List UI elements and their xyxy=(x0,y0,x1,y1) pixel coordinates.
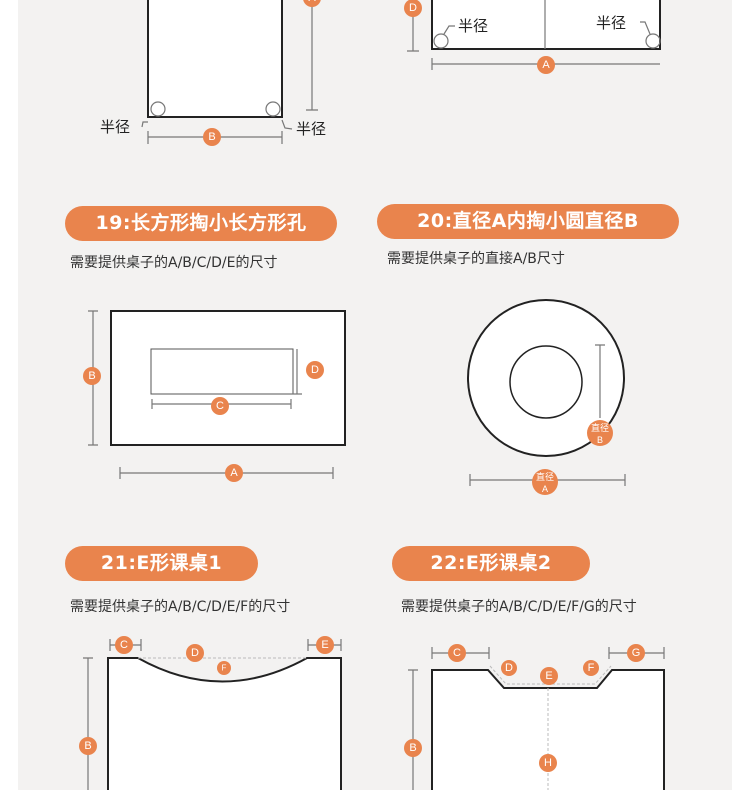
svg-text:E: E xyxy=(321,639,328,651)
svg-text:D: D xyxy=(409,2,417,14)
svg-text:D: D xyxy=(505,662,513,674)
marker-b: B xyxy=(79,737,97,755)
section-20-subtitle: 需要提供桌子的直接A/B尺寸 xyxy=(387,251,565,267)
svg-text:C: C xyxy=(120,639,128,651)
svg-text:直径: 直径 xyxy=(591,422,609,433)
marker-f: F xyxy=(583,660,599,676)
marker-c: C xyxy=(448,644,466,662)
radius-label: 半径 xyxy=(596,14,627,32)
svg-text:B: B xyxy=(88,370,95,382)
marker-diameter-a: 直径 A xyxy=(532,469,558,495)
svg-text:C: C xyxy=(453,647,461,659)
marker-b: B xyxy=(404,739,422,757)
inner-rect-hole xyxy=(150,348,294,395)
radius-label: 半径 xyxy=(296,120,327,138)
section-19-subtitle: 需要提供桌子的A/B/C/D/E的尺寸 xyxy=(70,255,278,271)
inner-circle xyxy=(509,345,583,419)
section-22-subtitle: 需要提供桌子的A/B/C/D/E/F/G的尺寸 xyxy=(401,599,637,615)
table-top-rect xyxy=(147,0,283,118)
radius-label: 半径 xyxy=(458,17,489,35)
marker-h: H xyxy=(539,754,557,772)
table-top-rect-2 xyxy=(431,0,661,50)
svg-text:F: F xyxy=(588,662,595,674)
marker-c: C xyxy=(211,397,229,415)
svg-text:B: B xyxy=(84,740,91,752)
svg-text:G: G xyxy=(632,647,641,659)
svg-text:A: A xyxy=(542,484,548,494)
section-21-subtitle: 需要提供桌子的A/B/C/D/E/F的尺寸 xyxy=(70,599,291,615)
svg-text:D: D xyxy=(311,364,319,376)
svg-text:A: A xyxy=(308,0,316,4)
marker-e: E xyxy=(316,636,334,654)
e-desk-1 xyxy=(107,657,342,790)
svg-text:D: D xyxy=(191,647,199,659)
section-21-title: 21:E形课桌1 xyxy=(65,546,258,581)
marker-e: E xyxy=(540,667,558,685)
marker-diameter-b: 直径 B xyxy=(587,420,613,446)
svg-text:B: B xyxy=(409,742,416,754)
marker-d: D xyxy=(501,660,517,676)
marker-d: D xyxy=(186,644,204,662)
svg-text:C: C xyxy=(216,400,224,412)
section-19-title: 19:长方形掏小长方形孔 xyxy=(65,206,337,241)
section-22-title: 22:E形课桌2 xyxy=(392,546,590,581)
marker-f: F xyxy=(217,661,231,675)
marker-a: A xyxy=(537,56,555,74)
svg-text:E: E xyxy=(545,670,552,682)
svg-text:B: B xyxy=(597,435,603,445)
svg-text:F: F xyxy=(222,664,227,673)
svg-text:B: B xyxy=(208,131,215,143)
marker-c: C xyxy=(115,636,133,654)
svg-text:A: A xyxy=(542,59,550,71)
marker-a: A xyxy=(303,0,321,7)
marker-g: G xyxy=(627,644,645,662)
marker-b: B xyxy=(203,128,221,146)
marker-d: D xyxy=(306,361,324,379)
svg-text:直径: 直径 xyxy=(536,471,554,482)
section-20-title: 20:直径A内掏小圆直径B xyxy=(377,204,679,239)
marker-d: D xyxy=(404,0,422,17)
marker-a: A xyxy=(225,464,243,482)
svg-text:H: H xyxy=(544,757,552,769)
marker-b: B xyxy=(83,367,101,385)
svg-text:A: A xyxy=(230,467,238,479)
radius-label: 半径 xyxy=(100,118,131,136)
